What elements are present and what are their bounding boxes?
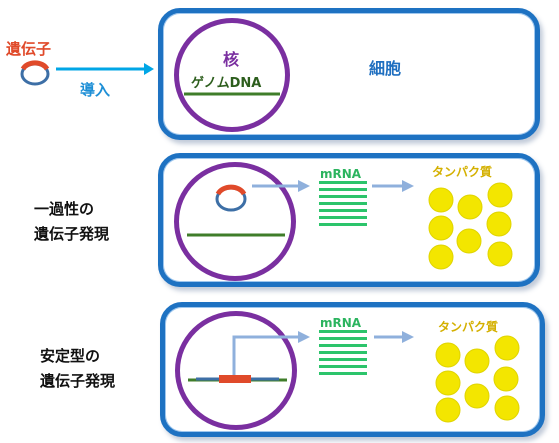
nucleus-3 <box>175 311 297 430</box>
transient-title-1: 一過性の <box>34 200 95 218</box>
cell-label: 細胞 <box>369 59 402 78</box>
integrated-gene <box>219 375 251 383</box>
protein-label-2: タンパク質 <box>432 165 493 179</box>
gene-label: 遺伝子 <box>6 40 52 58</box>
nucleus-1 <box>174 18 290 132</box>
genome-dna-label: ゲノムDNA <box>191 76 262 91</box>
arrow-to-protein-3 <box>374 331 414 343</box>
stable-title-2: 遺伝子発現 <box>40 372 116 390</box>
arrow-to-mrna-3 <box>232 331 310 375</box>
mrna-bars-2 <box>319 181 367 226</box>
intro-arrow <box>56 63 154 75</box>
protein-dots-3 <box>435 335 520 423</box>
introduce-label: 導入 <box>80 81 111 99</box>
mrna-label-2: mRNA <box>320 167 362 181</box>
arrow-to-mrna-2 <box>252 180 310 192</box>
protein-dots-2 <box>428 182 513 270</box>
intro-plasmid <box>20 60 50 86</box>
nucleus-2 <box>174 162 296 281</box>
nucleus-label: 核 <box>223 50 240 69</box>
stable-title-1: 安定型の <box>40 347 101 365</box>
protein-label-3: タンパク質 <box>438 320 499 334</box>
mrna-bars-3 <box>319 330 367 375</box>
arrow-to-protein-2 <box>372 180 414 192</box>
transient-title-2: 遺伝子発現 <box>34 225 110 243</box>
mrna-label-3: mRNA <box>320 316 362 330</box>
episomal-plasmid <box>215 184 247 212</box>
